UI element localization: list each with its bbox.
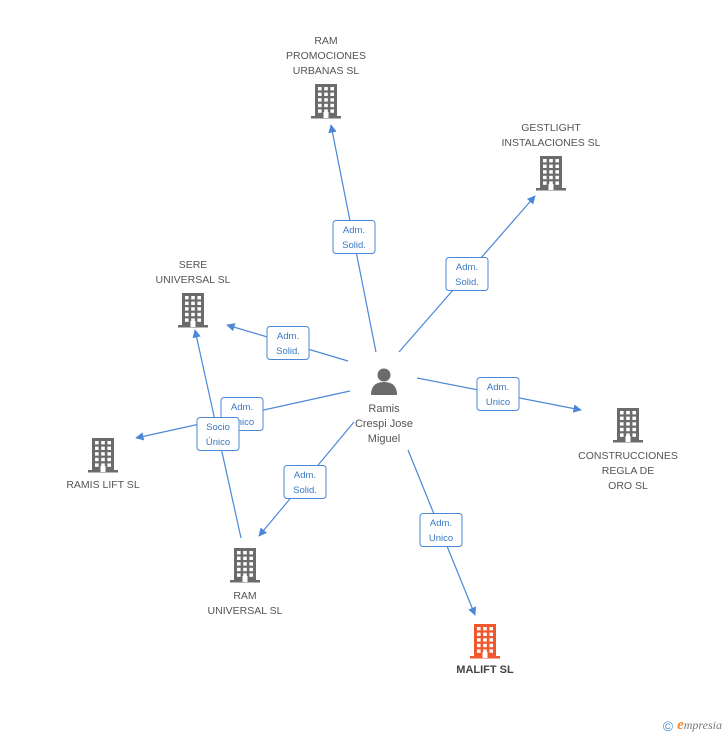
relation-label: Solid. bbox=[293, 485, 317, 496]
relation-label: Solid. bbox=[276, 346, 300, 357]
relation-badge[interactable]: Adm. Solid. bbox=[332, 220, 376, 254]
relation-label: Adm. bbox=[294, 470, 316, 481]
company-label: URBANAS SL bbox=[293, 65, 360, 77]
company-node-ram-universal[interactable]: RAM UNIVERSAL SL bbox=[208, 548, 283, 617]
company-label: UNIVERSAL SL bbox=[156, 274, 231, 286]
relation-badge-box bbox=[419, 513, 463, 547]
person-label: Miguel bbox=[368, 433, 400, 445]
edges-layer bbox=[135, 124, 582, 616]
relation-badge[interactable]: Adm. Solid. bbox=[445, 257, 489, 291]
person-icon bbox=[371, 368, 397, 395]
nodes-layer: RAM PROMOCIONES URBANAS SL GESTLIGHT INSTALA… bbox=[66, 35, 678, 676]
building-icon bbox=[88, 438, 118, 473]
person-label: Crespi Jose bbox=[355, 418, 413, 430]
building-icon bbox=[311, 84, 341, 119]
building-icon bbox=[178, 293, 208, 328]
company-label: PROMOCIONES bbox=[286, 50, 366, 62]
company-label: RAMIS LIFT SL bbox=[66, 479, 139, 491]
relation-label: Adm. bbox=[277, 331, 299, 342]
company-node-ramis-lift[interactable]: RAMIS LIFT SL bbox=[66, 438, 140, 491]
footer-branding: © empresia bbox=[663, 717, 722, 734]
relation-label: Solid. bbox=[342, 240, 366, 251]
company-label: CONSTRUCCIONES bbox=[578, 450, 678, 462]
relation-label: Unico bbox=[486, 397, 510, 408]
relation-badge[interactable]: Adm. Solid. bbox=[283, 465, 327, 499]
relation-badge-box bbox=[445, 257, 489, 291]
relation-badge-box bbox=[266, 326, 310, 360]
company-label: RAM bbox=[314, 35, 337, 47]
company-label: INSTALACIONES SL bbox=[501, 137, 600, 149]
company-node-sere-universal[interactable]: SERE UNIVERSAL SL bbox=[156, 259, 231, 328]
relation-label: Adm. bbox=[231, 402, 253, 413]
person-label: Ramis bbox=[368, 403, 400, 415]
relation-label: Adm. bbox=[343, 225, 365, 236]
relation-badge[interactable]: Adm. Unico bbox=[419, 513, 463, 547]
company-label: UNIVERSAL SL bbox=[208, 605, 283, 617]
building-icon bbox=[230, 548, 260, 583]
relation-label: Socio bbox=[206, 422, 230, 433]
relation-badge-box bbox=[332, 220, 376, 254]
company-label: SERE bbox=[179, 259, 208, 271]
relation-label: Adm. bbox=[487, 382, 509, 393]
company-label: RAM bbox=[233, 590, 256, 602]
company-node-construcciones-regla[interactable]: CONSTRUCCIONES REGLA DE ORO SL bbox=[578, 408, 678, 492]
company-node-ram-promociones[interactable]: RAM PROMOCIONES URBANAS SL bbox=[286, 35, 366, 119]
building-icon bbox=[470, 624, 500, 659]
building-icon bbox=[536, 156, 566, 191]
relation-label: Unico bbox=[429, 533, 453, 544]
relation-label: Adm. bbox=[430, 518, 452, 529]
relation-label: Único bbox=[206, 437, 230, 448]
relation-label: Solid. bbox=[455, 277, 479, 288]
building-icon bbox=[613, 408, 643, 443]
copyright-symbol: © bbox=[662, 717, 674, 734]
badges-layer: Adm.Solid.Adm.Solid.Adm.Solid.Adm.UnicoA… bbox=[196, 220, 520, 547]
relation-label: Unico bbox=[230, 417, 254, 428]
relation-badge-box bbox=[283, 465, 327, 499]
company-node-malift[interactable]: MALIFT SL bbox=[456, 624, 514, 676]
relation-badge-box bbox=[476, 377, 520, 411]
company-label: REGLA DE bbox=[602, 465, 655, 477]
relation-badge[interactable]: Adm. Solid. bbox=[266, 326, 310, 360]
relation-badge[interactable]: Adm. Unico bbox=[476, 377, 520, 411]
company-label: GESTLIGHT bbox=[521, 122, 581, 134]
company-label: ORO SL bbox=[608, 480, 648, 492]
company-label: MALIFT SL bbox=[456, 664, 514, 676]
brand-logo: empresia bbox=[677, 717, 722, 733]
company-node-gestlight[interactable]: GESTLIGHT INSTALACIONES SL bbox=[501, 122, 601, 191]
relation-badge-box bbox=[196, 417, 240, 451]
relation-label: Adm. bbox=[456, 262, 478, 273]
